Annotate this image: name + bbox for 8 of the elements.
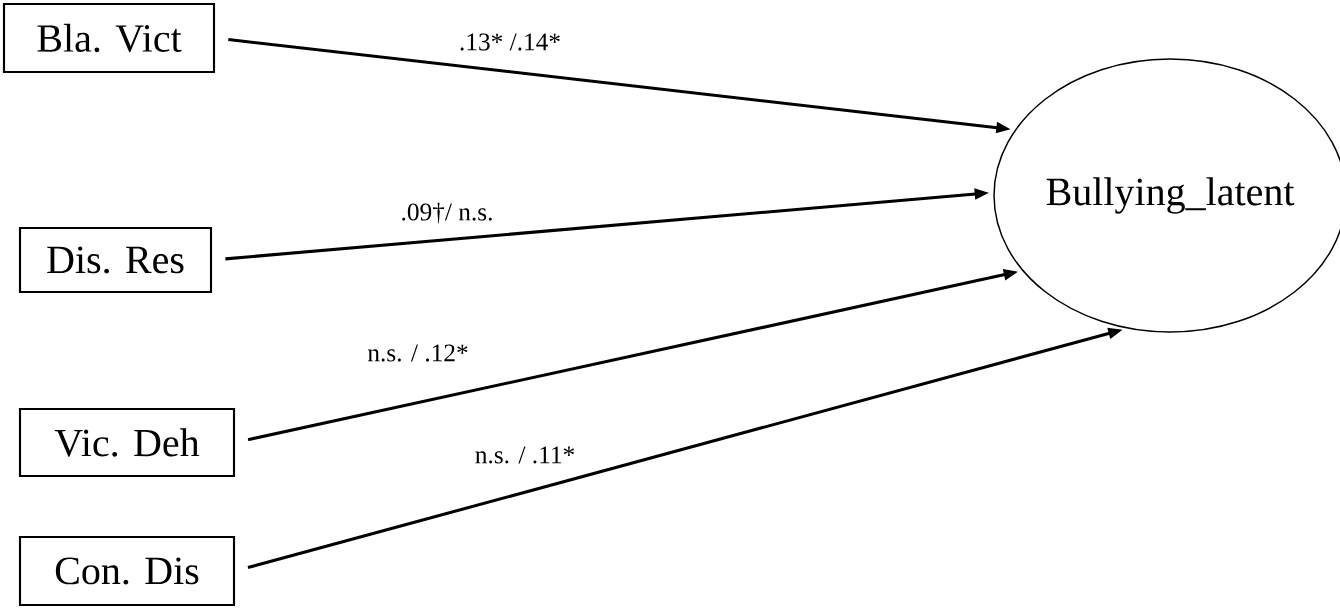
edge-label: n.s. / .11* (473, 445, 577, 465)
edge-label: .09†/ n.s. (399, 201, 495, 225)
variable-box: Vic. Deh (18, 407, 236, 478)
edge-label: n.s. / .12* (366, 343, 470, 363)
variable-box: Con. Dis (18, 535, 236, 607)
variable-box: Dis. Res (18, 226, 213, 294)
variable-box: Bla. Vict (2, 2, 216, 74)
edge-label: .13* /.14* (457, 32, 563, 52)
